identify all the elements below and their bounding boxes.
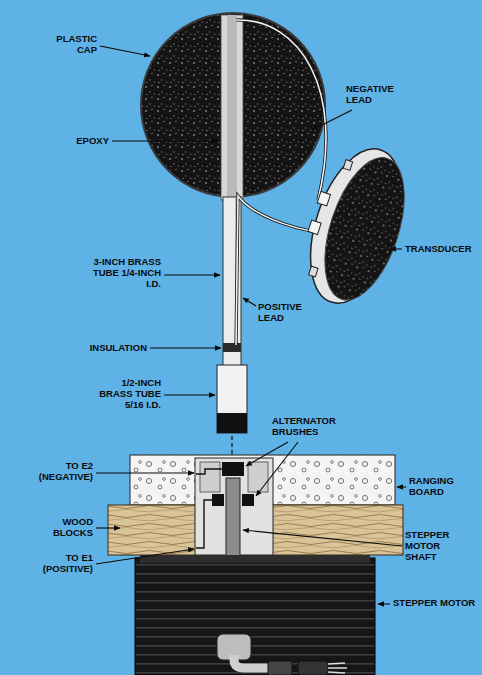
assembly-line	[231, 436, 232, 456]
alternator-brush	[242, 494, 254, 506]
callout-label: NEGATIVE LEAD	[346, 84, 406, 106]
brass-tube-inner	[227, 15, 237, 200]
callout-label: ALTERNATOR BRUSHES	[272, 416, 346, 438]
callout-label: PLASTIC CAP	[45, 34, 97, 56]
cable-sleeve	[268, 661, 292, 675]
callout-label: RANGING BOARD	[409, 476, 471, 498]
brush-holder	[200, 462, 220, 492]
callout-label: TRANSDUCER	[405, 244, 475, 255]
callout-label: POSITIVE LEAD	[258, 302, 312, 324]
cable-wires	[328, 663, 347, 673]
callout-label: TO E1 (POSITIVE)	[29, 553, 93, 575]
callout-label: 3-INCH BRASS TUBE 1/4-INCH I.D.	[89, 257, 161, 290]
insulation	[223, 343, 241, 352]
motor-top-plate	[140, 555, 370, 563]
callout-label: TO E2 (NEGATIVE)	[29, 461, 93, 483]
cable-sleeve	[298, 661, 328, 675]
callout-label: STEPPER MOTOR SHAFT	[405, 530, 465, 563]
stepper-motor	[135, 558, 375, 675]
negative-lead	[236, 20, 326, 200]
e1-wire	[196, 500, 212, 548]
callout-label: 1/2-INCH BRASS TUBE 5/16 I.D.	[91, 378, 161, 411]
leader-lines	[96, 46, 406, 604]
alternator-brush	[222, 462, 244, 476]
tube-end	[217, 413, 247, 433]
callout-label: WOOD BLOCKS	[43, 517, 93, 539]
stepper-motor-shaft	[226, 478, 240, 558]
e2-wire	[196, 469, 222, 474]
positive-lead	[236, 196, 318, 345]
transducer	[289, 136, 421, 315]
callout-label: INSULATION	[67, 343, 147, 354]
brush-holder	[248, 462, 268, 492]
callout-label: STEPPER MOTOR	[393, 598, 477, 609]
positive-lead-shadow	[236, 196, 318, 345]
epoxy-fill	[221, 15, 243, 200]
alternator-brush	[212, 494, 224, 506]
callout-label: EPOXY	[49, 136, 109, 147]
half-inch-brass-tube	[217, 365, 247, 433]
negative-lead-shadow	[236, 20, 326, 200]
